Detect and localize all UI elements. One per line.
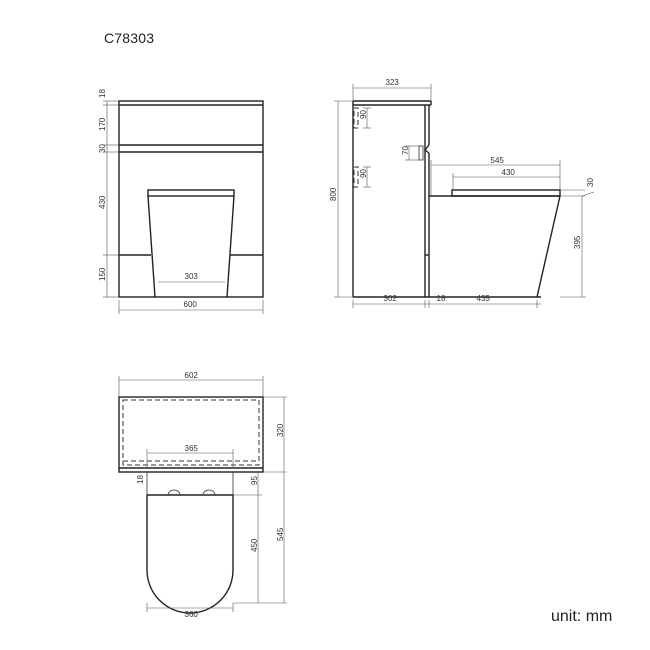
dim-side-pan-height: 395	[573, 235, 582, 249]
top-view	[118, 376, 287, 614]
dim-side-gap: 18	[436, 294, 446, 303]
dim-top-hinge-offset: 95	[250, 475, 259, 485]
dim-top-seat-depth: 450	[250, 538, 259, 552]
model-code: C78303	[104, 30, 155, 46]
dim-side-bracket-mid: 90	[359, 168, 368, 178]
dim-front-upper-cabinet: 170	[98, 117, 107, 131]
dim-front-middle: 430	[98, 195, 107, 209]
dim-side-total-height: 800	[329, 187, 338, 201]
dim-top-cabinet-width: 602	[184, 371, 198, 380]
dim-side-pan-total: 545	[490, 156, 504, 165]
side-view	[334, 84, 595, 308]
dim-side-seat-thickness: 30	[586, 177, 595, 187]
dim-front-plinth: 150	[98, 267, 107, 281]
dim-front-total-width: 600	[183, 300, 197, 309]
dim-front-top-panel: 18	[98, 88, 107, 98]
dim-front-pan-base: 303	[184, 272, 198, 281]
dim-side-pan-depth: 435	[476, 294, 490, 303]
dim-top-pan-top: 365	[184, 444, 198, 453]
dim-side-seat: 430	[501, 168, 515, 177]
dim-top-pan-total: 545	[276, 527, 285, 541]
dim-front-shelf: 30	[98, 143, 107, 153]
unit-label: unit: mm	[551, 608, 613, 625]
dim-side-cabinet-top: 323	[385, 78, 399, 87]
dim-top-seat-width: 360	[184, 610, 198, 619]
dim-top-cabinet-depth: 320	[276, 423, 285, 437]
dim-side-flush-button: 70	[401, 145, 410, 155]
front-view	[103, 100, 264, 314]
dim-side-cabinet-depth: 302	[383, 294, 397, 303]
dim-side-bracket-top: 90	[359, 109, 368, 119]
dim-top-back-gap: 18	[136, 474, 145, 484]
